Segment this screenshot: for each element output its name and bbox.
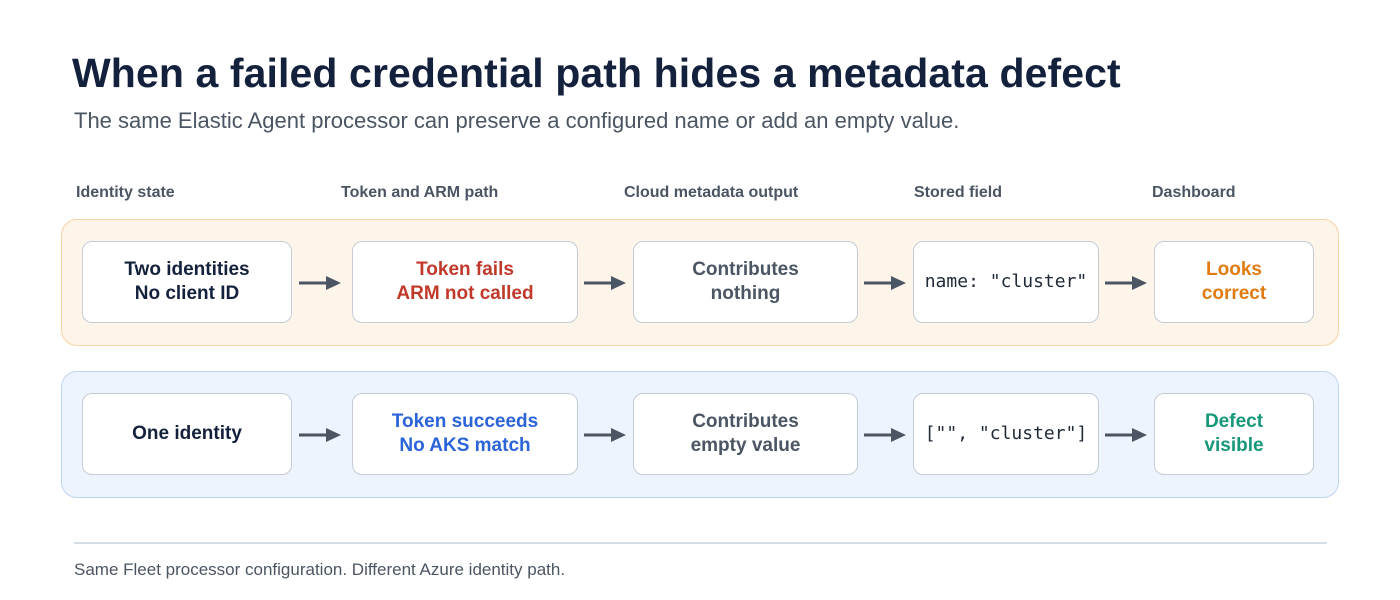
node-dashboard: Defect visible <box>1154 393 1314 475</box>
footnote: Same Fleet processor configuration. Diff… <box>74 560 566 579</box>
node-token-arm-path: Token succeeds No AKS match <box>352 393 578 475</box>
node-line: No AKS match <box>399 435 531 456</box>
arrow-right-icon <box>1105 428 1147 442</box>
column-header-cloud-metadata-output: Cloud metadata output <box>624 184 799 201</box>
node-line: One identity <box>132 423 242 444</box>
node-line: empty value <box>690 435 801 456</box>
column-header-token-arm-path: Token and ARM path <box>341 184 499 201</box>
arrow-right-icon <box>584 428 626 442</box>
node-line: Token succeeds <box>391 411 539 432</box>
node-line: No client ID <box>134 283 240 304</box>
node-line: Looks <box>1206 259 1262 280</box>
node-identity-state: Two identities No client ID <box>82 241 292 323</box>
node-line: Contributes <box>692 259 799 280</box>
node-line: correct <box>1201 283 1267 304</box>
stored-field-value: name: "cluster" <box>924 271 1088 292</box>
node-line: visible <box>1204 435 1264 456</box>
node-stored-field: name: "cluster" <box>913 241 1099 323</box>
arrow-right-icon <box>864 276 906 290</box>
node-line: Token fails <box>416 259 514 280</box>
node-line: Contributes <box>692 411 799 432</box>
page-subtitle: The same Elastic Agent processor can pre… <box>74 108 960 133</box>
node-identity-state: One identity <box>82 393 292 475</box>
node-cloud-metadata-output: Contributes nothing <box>633 241 858 323</box>
arrow-right-icon <box>1105 276 1147 290</box>
arrow-right-icon <box>584 276 626 290</box>
divider <box>74 542 1327 544</box>
node-stored-field: ["", "cluster"] <box>913 393 1099 475</box>
stored-field-value: ["", "cluster"] <box>924 423 1088 444</box>
node-line: nothing <box>710 283 781 304</box>
node-token-arm-path: Token fails ARM not called <box>352 241 578 323</box>
arrow-right-icon <box>299 428 341 442</box>
arrow-right-icon <box>864 428 906 442</box>
arrow-right-icon <box>299 276 341 290</box>
node-cloud-metadata-output: Contributes empty value <box>633 393 858 475</box>
node-line: Two identities <box>124 259 250 280</box>
page-title: When a failed credential path hides a me… <box>72 50 1121 96</box>
column-header-identity-state: Identity state <box>76 184 175 201</box>
column-header-dashboard: Dashboard <box>1152 184 1236 201</box>
node-line: ARM not called <box>396 283 534 304</box>
node-dashboard: Looks correct <box>1154 241 1314 323</box>
column-header-stored-field: Stored field <box>914 184 1003 201</box>
node-line: Defect <box>1204 411 1264 432</box>
